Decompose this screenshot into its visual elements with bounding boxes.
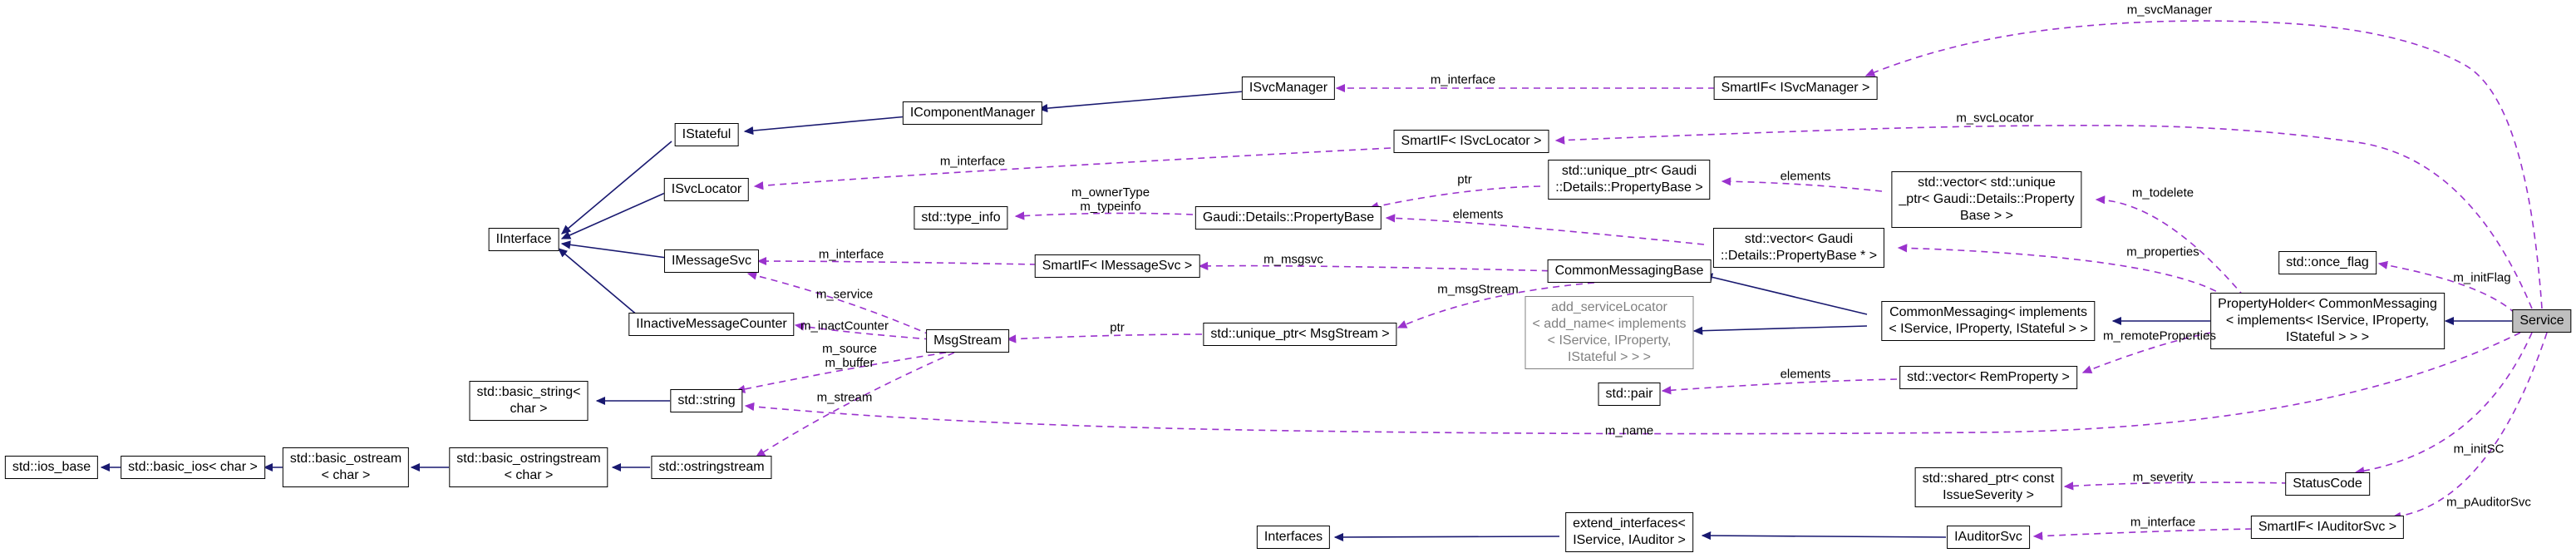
node-ostringstream[interactable]: std::ostringstream: [651, 456, 772, 479]
edge-service-smartif-isvclocator: [1554, 125, 2533, 309]
node-commonmessaging[interactable]: CommonMessaging< implements< IService, I…: [1881, 301, 2096, 341]
node-smartif-iauditorsvc[interactable]: SmartIF< IAuditorSvc >: [2250, 516, 2405, 539]
edge-label-ptr: ptr: [1457, 172, 1472, 187]
node-istateful[interactable]: IStateful: [674, 123, 739, 146]
edge-label-m_interface: m_interface: [939, 154, 1006, 169]
edge-propertyholder-vector-remproperty: [2081, 332, 2212, 374]
node-iinterface[interactable]: IInterface: [488, 228, 559, 251]
edge-vector-propertybase-ptr-propertybase: [1385, 214, 1705, 245]
edge-smartif-iauditorsvc-iauditorsvc: [2032, 528, 2253, 541]
edge-commonmessagingbase-unique-ptr-msgstream: [1396, 282, 1595, 328]
node-propertybase[interactable]: Gaudi::Details::PropertyBase: [1194, 206, 1382, 230]
edge-commonmessagingbase-smartif-imessagesvc: [1198, 261, 1561, 272]
edge-label-elements: elements: [1780, 367, 1831, 382]
edge-label-m_svcLocator: m_svcLocator: [1956, 111, 2034, 126]
edge-label-m_msgStream: m_msgStream: [1437, 282, 1519, 297]
edge-label-m_inactCounter: m_inactCounter: [800, 318, 889, 333]
node-type-info[interactable]: std::type_info: [914, 206, 1008, 230]
node-isvcmanager[interactable]: ISvcManager: [1241, 77, 1336, 100]
node-commonmessagingbase[interactable]: CommonMessagingBase: [1547, 259, 1712, 283]
edge-label-m_pAuditorSvc: m_pAuditorSvc: [2446, 495, 2531, 510]
node-imessagesvc[interactable]: IMessageSvc: [663, 249, 760, 273]
node-vector-propertybase-ptr[interactable]: std::vector< Gaudi::Details::PropertyBas…: [1712, 228, 1885, 268]
edge-msgstream-string: [735, 352, 947, 393]
edge-label-m_initFlag: m_initFlag: [2453, 270, 2511, 285]
edge-imessagesvc-iinterface: [560, 240, 667, 259]
edge-label-ptr: ptr: [1110, 320, 1125, 335]
node-unique-ptr-propertybase[interactable]: std::unique_ptr< Gaudi::Details::Propert…: [1548, 160, 1711, 200]
edge-isvclocator-iinterface: [560, 192, 666, 239]
edge-extend-interfaces-interfaces: [1333, 532, 1560, 542]
node-basic-ostringstream[interactable]: std::basic_ostringstream< char >: [449, 447, 608, 487]
node-smartif-isvclocator[interactable]: SmartIF< ISvcLocator >: [1393, 130, 1549, 153]
node-ios-base[interactable]: std::ios_base: [4, 456, 99, 479]
edge-label-m_service: m_service: [815, 287, 874, 302]
node-icomponentmanager[interactable]: IComponentManager: [902, 101, 1043, 125]
edge-statuscode-shared-ptr-issueseverity: [2063, 481, 2289, 491]
edge-label-m_remoteProperties: m_remoteProperties: [2103, 328, 2216, 343]
edge-label-m_interface: m_interface: [1430, 72, 1496, 87]
edge-iinactivemessagecounter-iinterface: [558, 248, 639, 317]
edge-msgstream-imessagesvc: [746, 271, 932, 336]
edge-icomponentmanager-istateful: [743, 116, 909, 136]
node-smartif-imessagesvc[interactable]: SmartIF< IMessageSvc >: [1034, 254, 1200, 278]
edge-label-m_name: m_name: [1604, 423, 1654, 438]
node-interfaces[interactable]: Interfaces: [1256, 526, 1331, 549]
node-smartif-isvcmanager[interactable]: SmartIF< ISvcManager >: [1713, 77, 1878, 100]
node-msgstream[interactable]: MsgStream: [926, 329, 1009, 353]
edge-label-m_msgsvc: m_msgsvc: [1263, 252, 1323, 267]
edge-unique-ptr-propertybase-propertybase: [1368, 185, 1541, 210]
node-isvclocator[interactable]: ISvcLocator: [663, 178, 750, 201]
edge-commonmessaging-add-servicelocator: [1692, 325, 1868, 335]
edge-label-m_initSC: m_initSC: [2453, 442, 2505, 457]
edge-isvcmanager-icomponentmanager: [1037, 91, 1244, 113]
edge-propertyholder-vector-unique-ptr-propertybase: [2095, 195, 2245, 298]
edge-smartif-isvclocator-isvclocator: [753, 147, 1391, 190]
edge-commonmessaging-commonmessagingbase: [1702, 273, 1868, 315]
node-vector-unique-ptr-propertybase[interactable]: std::vector< std::unique_ptr< Gaudi::Det…: [1891, 171, 2082, 228]
edge-label-m_severity: m_severity: [2132, 470, 2194, 485]
edge-service-once-flag: [2377, 260, 2516, 314]
edge-propertyholder-vector-propertybase-ptr: [1897, 244, 2227, 298]
edge-label-elements: elements: [1452, 207, 1504, 222]
edge-label-m_svcManager: m_svcManager: [2126, 2, 2213, 17]
node-extend-interfaces[interactable]: extend_interfaces<IService, IAuditor >: [1565, 512, 1693, 552]
node-iauditorsvc[interactable]: IAuditorSvc: [1947, 526, 2030, 549]
edge-vector-unique-ptr-propertybase-unique-ptr-propertybase: [1721, 177, 1883, 192]
edge-vector-remproperty-pair: [1661, 378, 1898, 395]
edge-propertybase-type-info: [1014, 211, 1194, 220]
edge-label-m_interface: m_interface: [2130, 515, 2196, 530]
edge-service-smartif-iauditorsvc: [2391, 332, 2548, 521]
edge-label-m_stream: m_stream: [816, 390, 873, 405]
node-pair[interactable]: std::pair: [1598, 383, 1661, 406]
edge-label-elements: elements: [1780, 169, 1831, 184]
edge-service-smartif-isvcmanager: [1864, 20, 2543, 309]
node-vector-remproperty[interactable]: std::vector< RemProperty >: [1899, 366, 2077, 389]
node-propertyholder[interactable]: PropertyHolder< CommonMessaging< impleme…: [2210, 293, 2445, 349]
edge-istateful-iinterface: [561, 141, 672, 235]
edge-label-m_properties: m_properties: [2126, 244, 2199, 259]
edge-label-m_todelete: m_todelete: [2131, 185, 2194, 200]
node-service[interactable]: Service: [2512, 309, 2572, 333]
node-string[interactable]: std::string: [670, 389, 743, 412]
edge-iauditorsvc-extend-interfaces: [1701, 531, 1947, 541]
node-basic-ios[interactable]: std::basic_ios< char >: [121, 456, 265, 479]
edge-smartif-imessagesvc-imessagesvc: [756, 256, 1037, 266]
node-add-servicelocator: add_serviceLocator< add_name< implements…: [1524, 296, 1694, 369]
node-basic-string[interactable]: std::basic_string<char >: [469, 381, 589, 421]
edge-label-m_interface: m_interface: [818, 247, 884, 262]
node-once-flag[interactable]: std::once_flag: [2278, 251, 2377, 274]
node-iinactivemessagecounter[interactable]: IInactiveMessageCounter: [628, 313, 795, 336]
node-unique-ptr-msgstream[interactable]: std::unique_ptr< MsgStream >: [1203, 323, 1397, 346]
edge-service-statuscode: [2354, 332, 2533, 476]
edge-unique-ptr-msgstream-msgstream: [1006, 333, 1203, 343]
edge-service-string: [744, 332, 2521, 435]
node-basic-ostream[interactable]: std::basic_ostream< char >: [282, 447, 410, 487]
node-statuscode[interactable]: StatusCode: [2285, 472, 2370, 496]
